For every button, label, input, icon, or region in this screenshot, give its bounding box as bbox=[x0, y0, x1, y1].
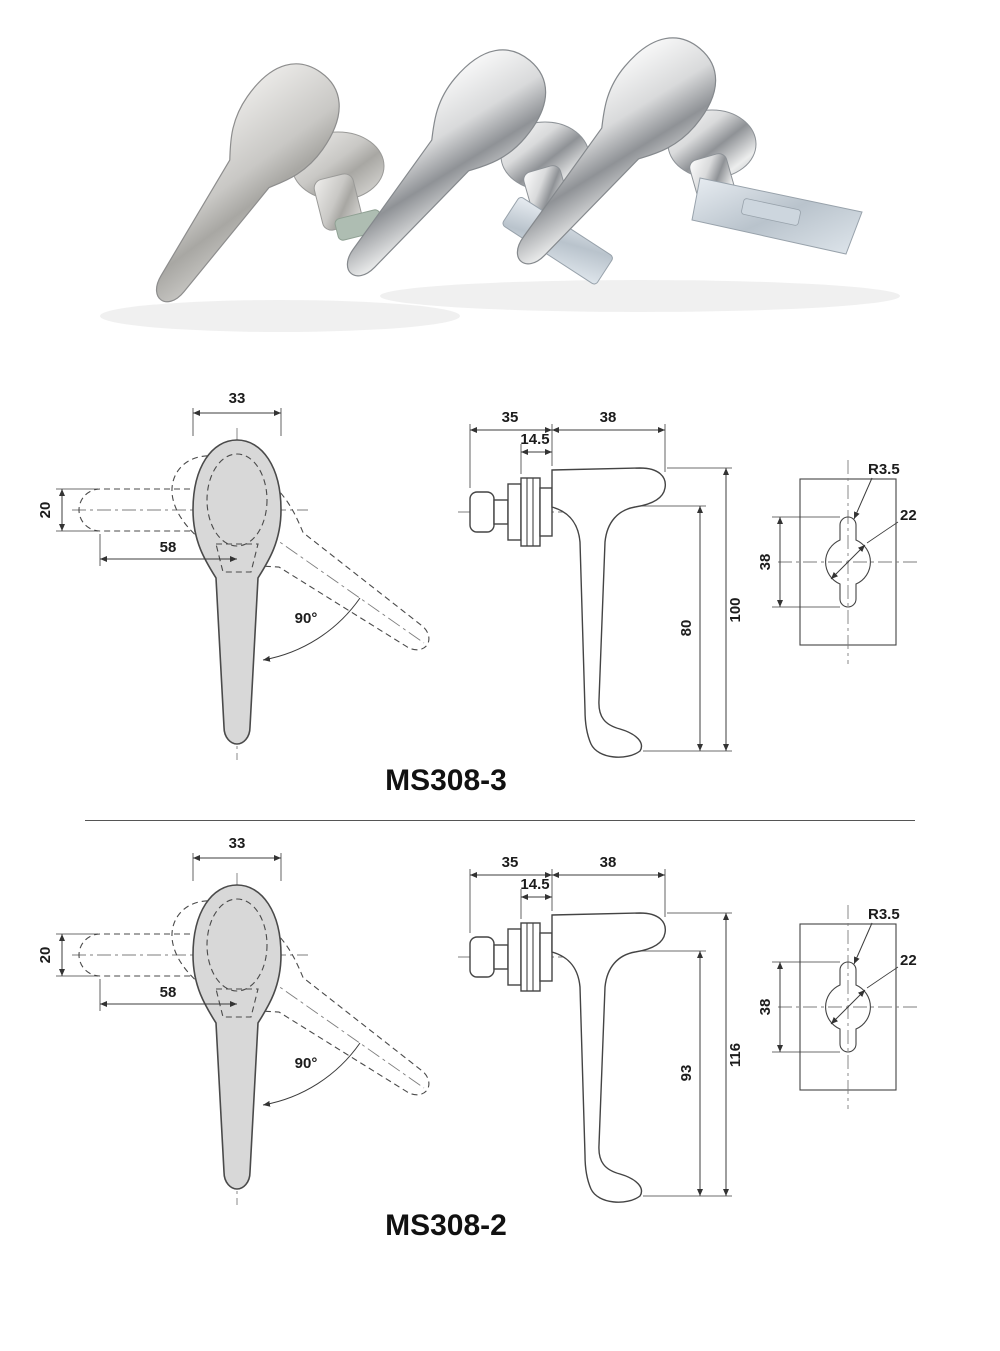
dim-collar: 14.5 bbox=[520, 431, 549, 448]
front-view: 33 20 58 90° bbox=[37, 835, 430, 1205]
side-view: 35 14.5 38 93 116 bbox=[458, 854, 744, 1203]
product-photo bbox=[100, 18, 900, 332]
handle-photo-steel bbox=[122, 45, 385, 327]
dim-length: 58 bbox=[160, 539, 177, 556]
dim-collar: 14.5 bbox=[520, 876, 549, 893]
dim-depth: 35 bbox=[502, 409, 519, 426]
handle-front-outline bbox=[192, 884, 282, 1190]
dim-corner-radius: R3.5 bbox=[868, 906, 900, 923]
dim-head-width: 33 bbox=[229, 390, 246, 407]
dim-corner-radius: R3.5 bbox=[868, 461, 900, 478]
dim-angle: 90° bbox=[295, 1055, 318, 1072]
handle-open-position bbox=[78, 488, 240, 532]
dim-hole-height: 38 bbox=[757, 999, 774, 1016]
dim-shank-width: 20 bbox=[37, 947, 54, 964]
dim-angle: 90° bbox=[295, 610, 318, 627]
mounting-hole bbox=[825, 516, 871, 608]
handle-front-outline bbox=[192, 439, 282, 745]
dim-height-outer: 100 bbox=[727, 597, 744, 622]
mounting-hole bbox=[825, 961, 871, 1053]
dim-top-width: 38 bbox=[600, 854, 617, 871]
cutout-view: 38 22 R3.5 bbox=[757, 460, 918, 664]
dim-height-outer: 116 bbox=[727, 1043, 744, 1067]
section-divider bbox=[85, 820, 915, 821]
dim-height-inner: 93 bbox=[678, 1065, 695, 1082]
drawing-ms308-2: 33 20 58 90° 35 bbox=[37, 835, 918, 1242]
cutout-view: 38 22 R3.5 bbox=[757, 905, 918, 1109]
handle-rotated-position bbox=[171, 900, 430, 1096]
drawing-ms308-3: 33 20 58 90° bbox=[37, 390, 918, 797]
photo-shadow bbox=[100, 300, 460, 332]
handle-open-position bbox=[78, 933, 240, 977]
handle-side-outline bbox=[551, 467, 666, 758]
dim-height-inner: 80 bbox=[678, 620, 695, 637]
dim-head-width: 33 bbox=[229, 835, 246, 852]
model-label: MS308-3 bbox=[385, 764, 507, 797]
dim-depth: 35 bbox=[502, 854, 519, 871]
photo-shadow bbox=[380, 280, 900, 312]
model-label: MS308-2 bbox=[385, 1209, 507, 1242]
handle-side-outline bbox=[551, 912, 666, 1203]
handle-rotated-position bbox=[171, 455, 430, 651]
front-view: 33 20 58 90° bbox=[37, 390, 430, 760]
side-view: 35 14.5 38 80 100 bbox=[458, 409, 744, 758]
dim-shank-width: 20 bbox=[37, 502, 54, 519]
dim-top-width: 38 bbox=[600, 409, 617, 426]
dim-hole-width: 22 bbox=[900, 507, 917, 524]
dim-hole-height: 38 bbox=[757, 554, 774, 571]
dim-length: 58 bbox=[160, 984, 177, 1001]
handle-photo-chrome-2 bbox=[485, 18, 863, 292]
dim-hole-width: 22 bbox=[900, 952, 917, 969]
